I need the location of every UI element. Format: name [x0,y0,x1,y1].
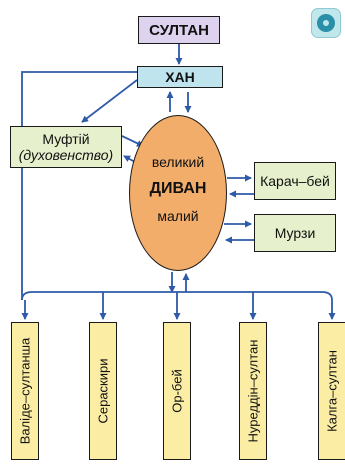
murzy-label: Мурзи [274,225,316,241]
khan-label: ХАН [165,69,195,85]
mufti-node: Муфтій (духовенство) [10,126,122,168]
khan-node: ХАН [137,66,223,88]
mufti-note: (духовенство) [18,147,114,163]
divan-great-label: великий [151,154,205,170]
official-label: Валіде–султанша [17,337,33,445]
official-node-kalga-sultan: Калга–султан [318,322,345,460]
official-label: Ор-бей [169,369,185,413]
divan-title: ДИВАН [149,180,207,197]
divan-node: великий ДИВАН малий [129,115,227,271]
official-node-or-bey: Ор-бей [163,322,191,460]
official-label: Калга–султан [324,350,340,432]
official-node-nureddin-sultan: Нуреддін–султан [239,322,267,460]
karach-bey-label: Карач–бей [260,173,330,189]
mufti-label: Муфтій [42,131,90,147]
karach-bey-node: Карач–бей [254,162,336,200]
divan-small-label: малий [157,208,199,224]
official-label: Нуреддін–султан [245,339,261,443]
official-label: Сераскири [95,358,111,424]
disc-logo-icon [311,8,341,38]
murzy-node: Мурзи [254,214,336,252]
official-node-valide-sultan: Валіде–султанша [11,322,39,460]
official-node-seraskir: Сераскири [89,322,117,460]
sultan-node: СУЛТАН [138,16,220,44]
sultan-label: СУЛТАН [149,21,209,39]
